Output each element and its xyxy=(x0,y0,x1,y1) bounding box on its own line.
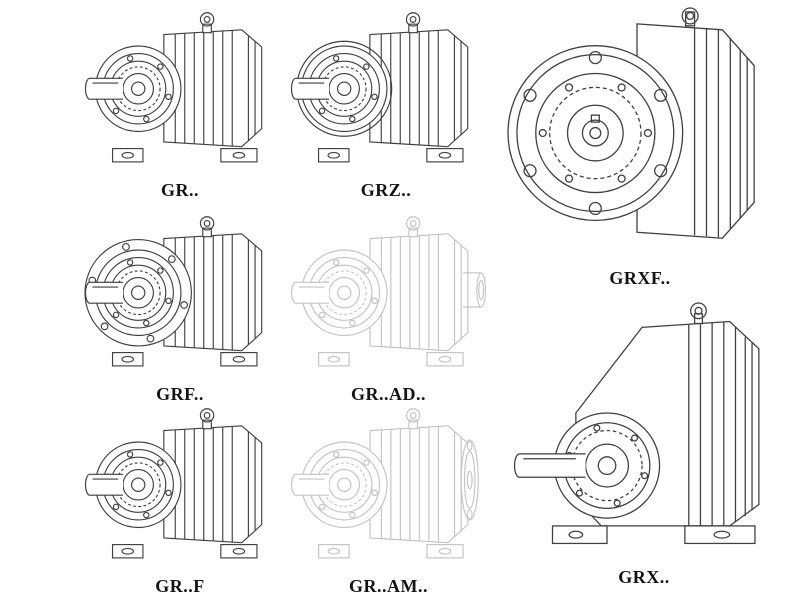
figure-gr-f: GR..F xyxy=(80,404,280,597)
grx-gearbox-drawing xyxy=(498,298,790,566)
figure-label-grxf: GRXF.. xyxy=(609,268,671,288)
grxf-gearbox-drawing xyxy=(496,4,784,267)
gr-ad-gearbox-drawing xyxy=(286,212,491,383)
grf-gearbox-drawing xyxy=(80,212,280,383)
figure-label-gr: GR.. xyxy=(161,180,199,200)
gr-f-gearbox-drawing xyxy=(80,404,280,575)
figure-label-grz: GRZ.. xyxy=(360,180,412,200)
figure-gr-am: GR..AM.. xyxy=(286,404,491,597)
gr-gearbox-drawing xyxy=(80,8,280,179)
figure-gr: GR.. xyxy=(80,8,280,201)
figure-grf: GRF.. xyxy=(80,212,280,405)
figure-label-gr-f: GR..F xyxy=(155,576,205,596)
gr-am-gearbox-drawing xyxy=(286,404,491,575)
grz-gearbox-drawing xyxy=(286,8,486,179)
figure-gr-ad: GR..AD.. xyxy=(286,212,491,405)
figure-label-gr-am: GR..AM.. xyxy=(349,576,428,596)
figure-label-grx: GRX.. xyxy=(618,567,670,587)
figure-grz: GRZ.. xyxy=(286,8,486,201)
figure-grx: GRX.. xyxy=(498,298,790,588)
figure-label-grf: GRF.. xyxy=(156,384,204,404)
figure-label-gr-ad: GR..AD.. xyxy=(351,384,426,404)
figure-grxf: GRXF.. xyxy=(496,4,784,289)
